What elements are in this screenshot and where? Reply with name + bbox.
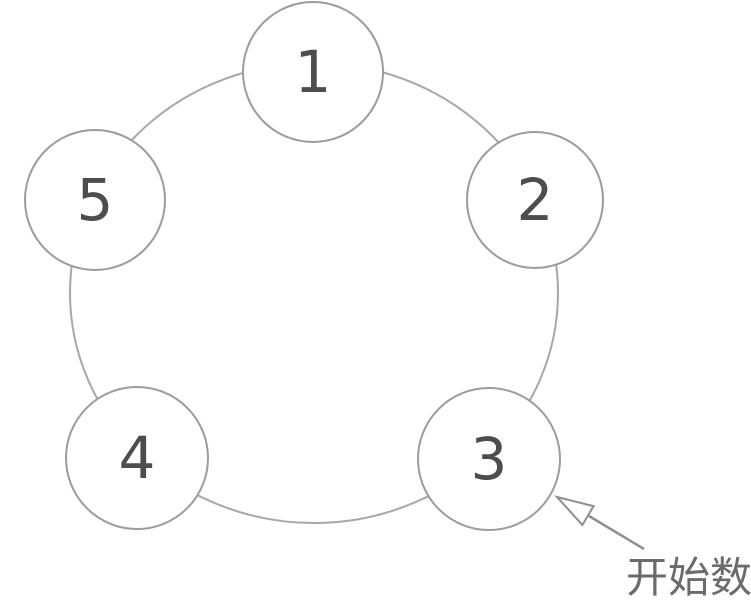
arrow-shaft: [588, 514, 645, 551]
node-5: 5: [24, 129, 166, 271]
node-circle: [417, 387, 561, 531]
node-3: 3: [417, 387, 561, 531]
node-label: 5: [77, 166, 114, 234]
node-label: 3: [471, 425, 508, 493]
node-circle: [65, 386, 209, 530]
start-label: 开始数: [626, 553, 751, 602]
node-circle: [242, 1, 384, 143]
node-4: 4: [65, 386, 209, 530]
node-2: 2: [466, 131, 604, 269]
start-annotation-arrow: [554, 495, 645, 551]
arrow-pointer-icon: [554, 495, 596, 527]
node-circle: [24, 129, 166, 271]
node-circle: [466, 131, 604, 269]
node-label: 1: [295, 38, 332, 106]
node-label: 2: [517, 166, 554, 234]
node-label: 4: [119, 424, 156, 492]
node-1: 1: [242, 1, 384, 143]
